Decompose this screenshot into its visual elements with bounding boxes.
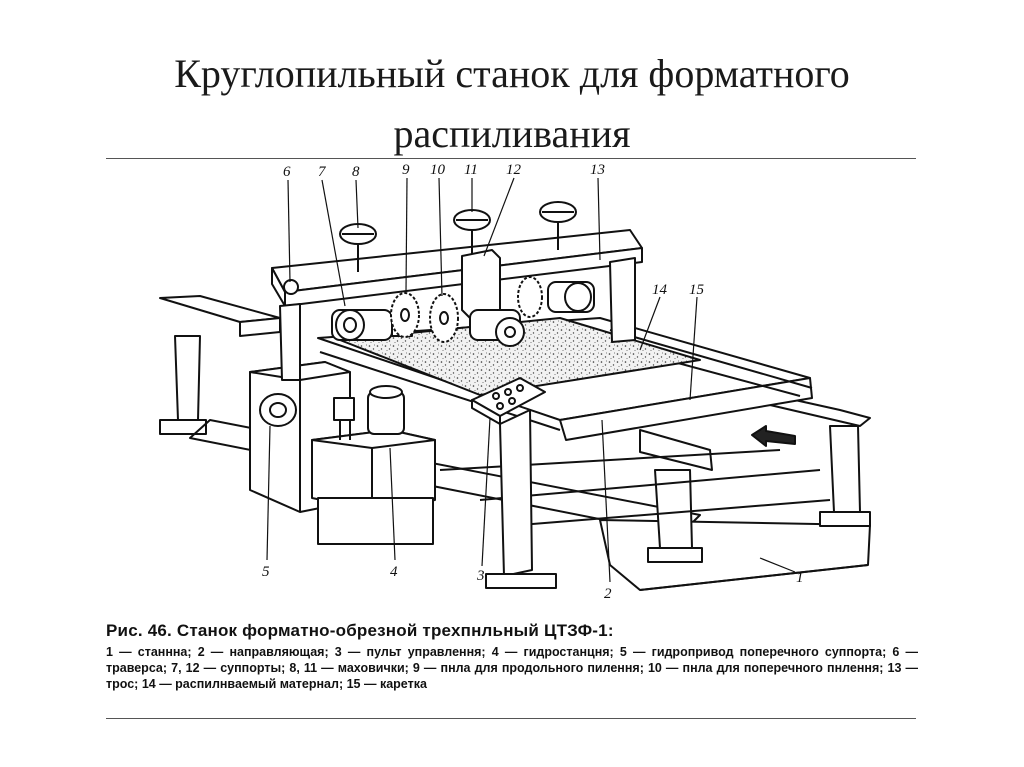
callout-9: 9: [402, 162, 410, 178]
caption-title: Рис. 46. Станок форматно-обрезной трехпн…: [106, 621, 614, 640]
slide-title-line-2: распиливания: [393, 111, 631, 156]
caption-legend: 1 — станнна; 2 — направляющая; 3 — пульт…: [106, 645, 918, 691]
saw-right: [517, 276, 543, 318]
callout-13: 13: [590, 162, 605, 178]
callout-6: 6: [283, 164, 291, 180]
hydraulic-station: [311, 385, 436, 545]
callout-11: 11: [464, 162, 478, 178]
leader-lines: [266, 177, 796, 583]
handwheel-right: [539, 201, 577, 250]
saw-crosscut: [429, 293, 459, 343]
support-right: [547, 281, 595, 313]
handwheel-8: [339, 223, 377, 272]
bottom-divider: [106, 718, 916, 719]
callout-15: 15: [689, 282, 705, 298]
callout-4: 4: [390, 564, 398, 580]
top-divider: [106, 158, 916, 159]
callout-3: 3: [476, 568, 485, 584]
callout-5: 5: [262, 564, 270, 580]
support-12: [461, 249, 525, 347]
control-panel: [471, 377, 557, 589]
callout-10: 10: [430, 162, 446, 178]
slide-title: Круглопильный станок для форматного расп…: [0, 44, 1024, 164]
callout-2: 2: [604, 586, 612, 602]
slide-title-line-1: Круглопильный станок для форматного: [174, 51, 850, 96]
callout-12: 12: [506, 162, 522, 178]
callout-7: 7: [318, 164, 327, 180]
feed-arrow-icon: [751, 425, 796, 447]
callout-1: 1: [796, 570, 804, 586]
saw-longitudinal: [390, 292, 420, 338]
figure-caption: Рис. 46. Станок форматно-обрезной трехпн…: [106, 621, 918, 692]
callout-8: 8: [352, 164, 360, 180]
callout-14: 14: [652, 282, 668, 298]
callout-labels: 6 7 8 9 10 11 12 13 14 15 5 4 3 2 1: [262, 162, 804, 602]
